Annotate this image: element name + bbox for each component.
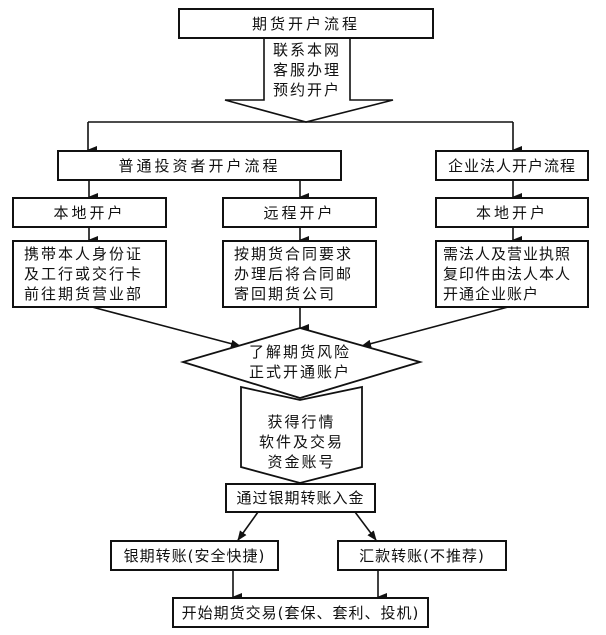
obtain-block-arrow	[240, 385, 363, 484]
detail-line: 复印件由法人本人	[443, 265, 572, 283]
detail-line: 携带本人身份证	[24, 245, 144, 263]
detail-line: 及工行或交行卡	[24, 265, 144, 283]
enterprise-process-box: 企业法人开户流程	[435, 150, 589, 181]
individual-remote-label: 远程开户	[263, 203, 336, 222]
start-trading-box: 开始期货交易(套保、套利、投机)	[172, 597, 429, 628]
decision-line: 正式开通账户	[248, 363, 351, 381]
obtain-step-text: 获得行情 软件及交易 资金账号	[241, 412, 362, 472]
decision-line: 了解期货风险	[248, 343, 351, 361]
detail-line: 寄回期货公司	[234, 285, 337, 303]
deposit-text: 通过银期转账入金	[236, 489, 365, 507]
obtain-line: 资金账号	[267, 453, 336, 471]
individual-local-detail-box: 携带本人身份证 及工行或交行卡 前往期货营业部	[12, 240, 167, 308]
arrow-right-to-decision	[361, 306, 509, 348]
decision-diamond	[179, 327, 424, 399]
deposit-box: 通过银期转账入金	[225, 483, 376, 513]
detail-line: 办理后将合同邮	[234, 265, 354, 283]
enterprise-process-title: 企业法人开户流程	[447, 156, 576, 175]
enterprise-local-label: 本地开户	[475, 203, 548, 222]
decision-text: 了解期货风险 正式开通账户	[220, 342, 380, 382]
arrow-deposit-remittance	[354, 511, 377, 541]
remittance-box: 汇款转账(不推荐)	[337, 540, 507, 571]
individual-local-label: 本地开户	[53, 203, 126, 222]
contact-step-text: 联系本网 客服办理 预约开户	[264, 40, 350, 100]
arrow-left-to-decision	[91, 306, 241, 348]
detail-line: 前往期货营业部	[24, 285, 144, 303]
individual-process-box: 普通投资者开户流程	[57, 150, 342, 181]
start-trading-text: 开始期货交易(套保、套利、投机)	[181, 603, 420, 622]
remittance-text: 汇款转账(不推荐)	[359, 546, 485, 565]
arrow-deposit-bank	[237, 511, 259, 541]
detail-line: 开通企业账户	[443, 285, 540, 303]
individual-process-title: 普通投资者开户流程	[118, 156, 281, 175]
bank-transfer-text: 银期转账(安全快捷)	[123, 546, 266, 565]
individual-remote-detail-box: 按期货合同要求 办理后将合同邮 寄回期货公司	[222, 240, 377, 308]
contact-line: 联系本网	[272, 41, 341, 59]
obtain-line: 获得行情	[267, 413, 336, 431]
detail-line: 按期货合同要求	[234, 245, 354, 263]
bank-transfer-box: 银期转账(安全快捷)	[110, 540, 279, 571]
detail-line: 需法人及营业执照	[443, 245, 572, 263]
enterprise-local-box: 本地开户	[435, 197, 589, 228]
individual-local-box: 本地开户	[12, 197, 167, 228]
contact-line: 预约开户	[272, 81, 341, 99]
title-box: 期货开户流程	[178, 8, 434, 39]
enterprise-detail-box: 需法人及营业执照 复印件由法人本人 开通企业账户	[435, 240, 589, 308]
obtain-line: 软件及交易	[258, 433, 344, 451]
contact-line: 客服办理	[272, 61, 341, 79]
title-text: 期货开户流程	[251, 14, 360, 33]
individual-remote-box: 远程开户	[222, 197, 377, 228]
